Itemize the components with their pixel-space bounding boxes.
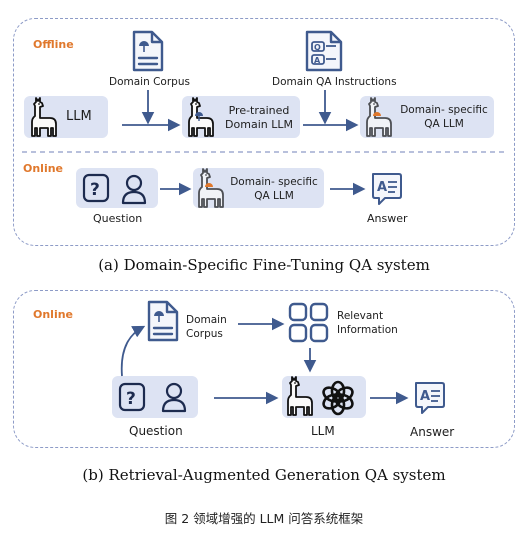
caption-a: (a) Domain-Specific Fine-Tuning QA syste… <box>98 256 430 274</box>
specific-label-line2: QA LLM <box>424 118 464 130</box>
relevant-label-line2: Information <box>337 324 398 336</box>
caption-b: (b) Retrieval-Augmented Generation QA sy… <box>82 466 446 484</box>
svg-text:Q: Q <box>314 43 321 52</box>
svg-text:A: A <box>314 56 321 65</box>
pretrained-domain-llm-box <box>182 96 300 138</box>
panel-a-separator <box>22 151 508 153</box>
openai-logo-icon <box>322 380 354 416</box>
pretrained-label-line2: Domain LLM <box>225 118 293 131</box>
qa-instructions-document-icon: Q A <box>305 30 343 72</box>
answer-label-a: Answer <box>367 212 408 225</box>
domain-qa-instructions-label: Domain QA Instructions <box>272 76 397 88</box>
llm-label: LLM <box>66 109 92 124</box>
relevant-label-line1: Relevant <box>337 310 384 322</box>
relevant-information-grid-icon <box>288 302 329 343</box>
offline-online-panel-a <box>13 18 515 246</box>
question-label-a: Question <box>93 212 143 225</box>
online-specific-line1: Domain- specific <box>230 176 318 188</box>
llama-specific-icon-online <box>198 168 224 208</box>
online-tag-a: Online <box>23 162 64 175</box>
pretrained-label-line1: Pre-trained <box>228 104 290 117</box>
online-tag-b: Online <box>33 308 74 321</box>
specific-label-line1: Domain- specific <box>400 104 488 116</box>
llama-corpus-icon <box>188 97 214 137</box>
rag-panel-b <box>13 290 515 448</box>
online-specific-line2: QA LLM <box>254 190 294 202</box>
offline-tag: Offline <box>33 38 74 51</box>
corpus-label-line2: Corpus <box>186 328 223 340</box>
corpus-label-line1: Domain <box>186 314 227 326</box>
answer-label-b: Answer <box>410 425 455 439</box>
llama-specific-icon <box>366 97 392 137</box>
question-label-b: Question <box>129 424 183 438</box>
llm-label-b: LLM <box>311 424 335 438</box>
domain-corpus-label: Domain Corpus <box>109 76 190 88</box>
figure-caption: 图 2 领域增强的 LLM 问答系统框架 <box>164 511 364 526</box>
